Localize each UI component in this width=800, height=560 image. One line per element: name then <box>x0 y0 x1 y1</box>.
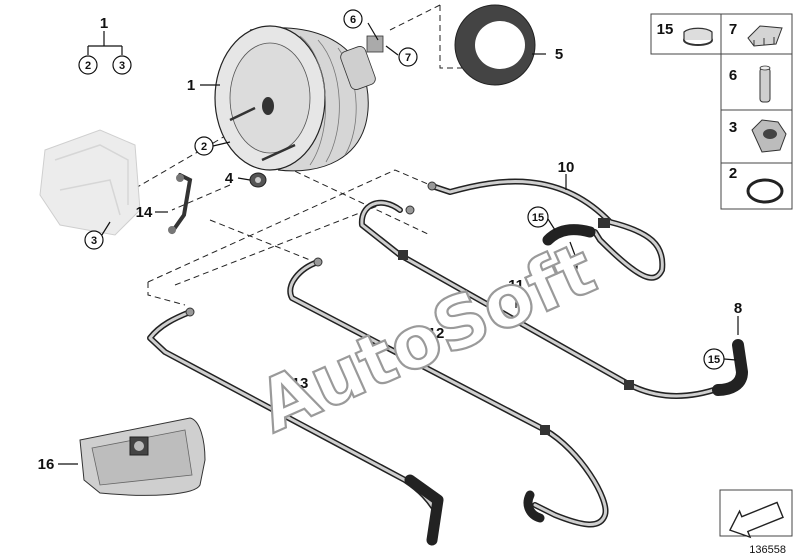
legend-15: 15 <box>657 21 674 38</box>
hose-clamp-icon <box>683 27 713 46</box>
callout-8: 8 <box>734 300 742 317</box>
trim-cover <box>79 417 206 496</box>
pedal-bracket <box>39 129 141 236</box>
callout-1: 1 <box>187 77 195 94</box>
circled-callout-15-hose: 15 <box>532 212 544 224</box>
callout-9: 9 <box>570 259 578 276</box>
circled-callout-6: 6 <box>350 14 356 26</box>
callout-11: 11 <box>508 277 524 294</box>
legend-3: 3 <box>729 119 737 136</box>
legend-panel: 15 7 6 3 2 <box>650 13 793 210</box>
pin-icon <box>759 65 771 103</box>
hierarchy-child-3: 3 <box>119 60 125 72</box>
grommet <box>249 172 267 188</box>
callout-12: 12 <box>428 325 445 342</box>
gasket-ring <box>454 4 536 86</box>
leader-lines <box>58 22 739 465</box>
direction-box <box>719 489 793 539</box>
watermark: AutoSoft <box>245 225 608 450</box>
legend-2: 2 <box>729 165 737 182</box>
watermark-text: AutoSoft <box>246 226 607 448</box>
hierarchy-parent: 1 <box>100 15 108 32</box>
hierarchy-child-2: 2 <box>85 60 91 72</box>
circled-callout-7: 7 <box>405 52 411 64</box>
circled-callouts: 2 3 6 7 15 15 <box>84 9 725 370</box>
callout-16: 16 <box>38 456 55 473</box>
reference-number: 136558 <box>749 544 786 556</box>
callouts: 1 4 5 8 9 10 11 12 13 14 16 <box>38 46 743 473</box>
callout-10: 10 <box>558 159 575 176</box>
hierarchy-group: 1 2 3 <box>78 15 132 75</box>
circled-callout-2: 2 <box>201 141 207 153</box>
circled-callout-15-elbow: 15 <box>708 354 720 366</box>
callout-5: 5 <box>555 46 563 63</box>
callout-13: 13 <box>292 375 309 392</box>
callout-4: 4 <box>225 170 234 187</box>
clip-icon <box>747 25 783 47</box>
vacuum-pipes <box>147 178 748 546</box>
legend-6: 6 <box>729 67 737 84</box>
pipe-bracket <box>168 173 193 234</box>
brake-booster <box>214 25 384 172</box>
circled-callout-3: 3 <box>91 235 97 247</box>
o-ring-icon <box>746 178 784 204</box>
direction-arrow-icon <box>728 501 784 539</box>
nut-icon <box>751 119 787 153</box>
legend-7: 7 <box>729 21 737 38</box>
callout-14: 14 <box>136 204 153 221</box>
